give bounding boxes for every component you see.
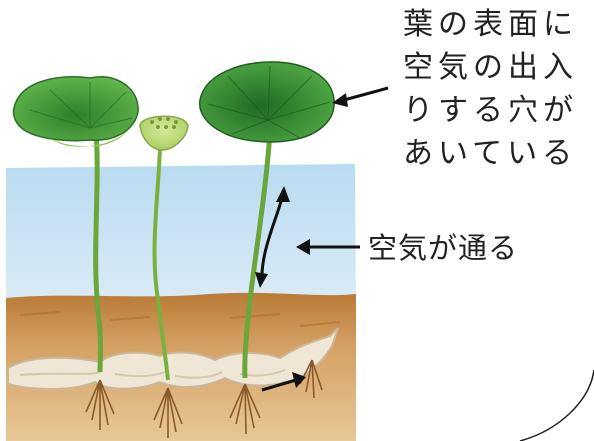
leaf-annotation-line-1: 葉の表面に [403,3,578,46]
leaf-annotation: 葉の表面に 空気の出入 りする穴が あいている [403,3,578,175]
lotus-seed-pod [140,116,188,150]
arrow-to-leaf [332,88,388,107]
right-leaf [200,62,334,142]
frame-curve [520,370,594,441]
leaf-annotation-line-2: 空気の出入 [403,46,578,89]
leaf-annotation-line-4: あいている [403,132,578,175]
left-leaf [13,77,138,141]
leaf-annotation-line-3: りする穴が [403,89,578,132]
water-layer [6,164,356,312]
air-flow-annotation: 空気が通る [368,227,518,270]
